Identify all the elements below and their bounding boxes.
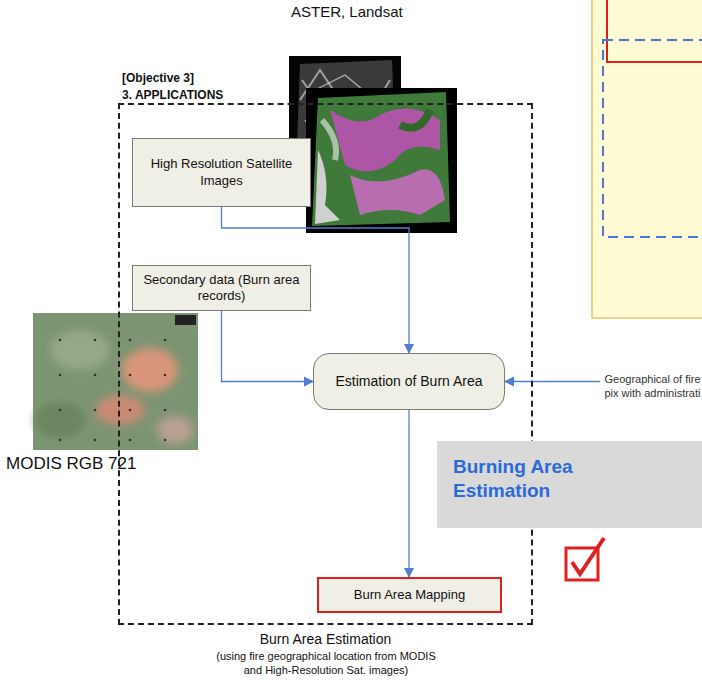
cropped-panel <box>592 0 702 318</box>
section-heading: 3. APPLICATIONS <box>122 88 223 103</box>
region-caption: (using fire geographical location from M… <box>212 650 440 678</box>
box-label: High Resolution Satellite Images <box>141 156 302 189</box>
flow-arrow <box>505 381 600 382</box>
highlight-band: Burning Area Estimation <box>437 441 702 528</box>
process-box: Burn Area Mapping <box>317 577 502 613</box>
box-label: Estimation of Burn Area <box>335 373 482 391</box>
box-label: Burn Area Mapping <box>354 587 465 603</box>
landsat-image <box>306 88 457 233</box>
section-heading: [Objective 3] <box>122 71 194 86</box>
modis-image <box>33 313 198 450</box>
box-label: Secondary data (Burn area records) <box>141 272 302 305</box>
check-mark <box>566 538 604 580</box>
flow-arrow <box>408 410 409 577</box>
process-rounded-box: Estimation of Burn Area <box>313 353 505 410</box>
image-label: MODIS RGB 721 <box>6 454 136 474</box>
dashed-region: [Objective 3]3. APPLICATIONSBurn Area Es… <box>118 103 533 625</box>
source-note: Geographical of fire pix with administra… <box>603 372 702 422</box>
flow-arrow <box>222 311 314 382</box>
process-box: Secondary data (Burn area records) <box>132 265 311 311</box>
region-caption: Burn Area Estimation <box>120 631 531 649</box>
band-title: Burning Area Estimation <box>453 455 603 503</box>
note-text: Geographical of fire pix with administra… <box>603 372 702 401</box>
process-box: High Resolution Satellite Images <box>132 138 311 207</box>
image-label: ASTER, Landsat <box>291 3 403 20</box>
